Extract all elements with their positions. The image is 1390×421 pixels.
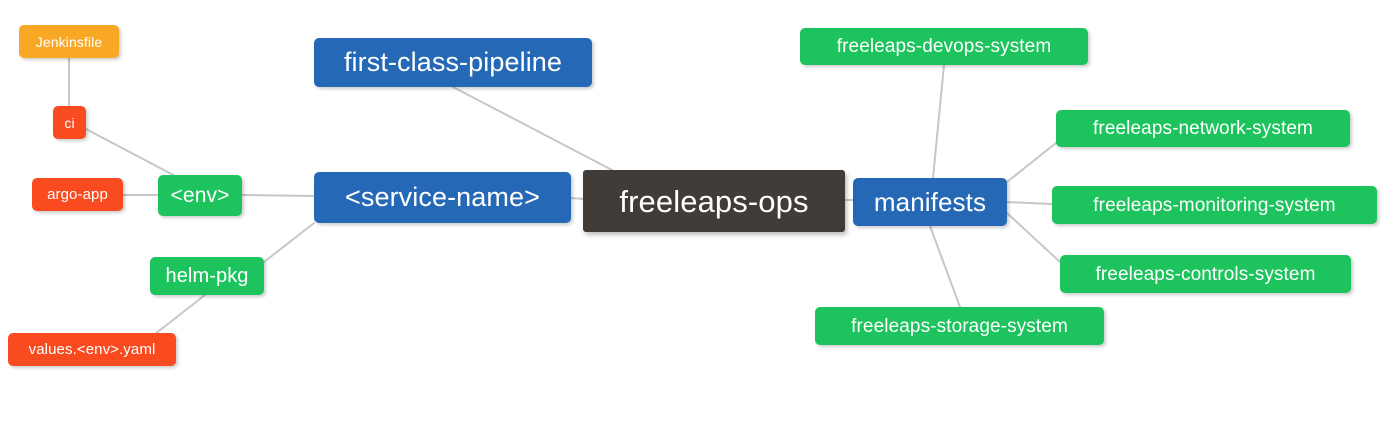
node-label: values.<env>.yaml bbox=[28, 341, 156, 358]
node-label: freeleaps-monitoring-system bbox=[1093, 194, 1336, 216]
edge-manifests-to-freeleaps-network-system bbox=[1006, 142, 1057, 183]
node-freeleaps-controls-system[interactable]: freeleaps-controls-system bbox=[1060, 255, 1351, 293]
node-first-class-pipeline[interactable]: first-class-pipeline bbox=[314, 38, 592, 87]
node-label: freeleaps-ops bbox=[619, 183, 809, 219]
node-values-env-yaml[interactable]: values.<env>.yaml bbox=[8, 333, 176, 366]
edge-helm-pkg-to-values-env-yaml bbox=[149, 294, 206, 339]
node-ci[interactable]: ci bbox=[53, 106, 86, 139]
node-label: Jenkinsfile bbox=[35, 33, 103, 50]
edge-manifests-to-freeleaps-devops-system bbox=[932, 64, 945, 179]
node-helm-pkg[interactable]: helm-pkg bbox=[150, 257, 264, 295]
node-argo-app[interactable]: argo-app bbox=[32, 178, 123, 211]
node-freeleaps-ops[interactable]: freeleaps-ops bbox=[583, 170, 845, 232]
node-freeleaps-network-system[interactable]: freeleaps-network-system bbox=[1056, 110, 1350, 147]
node-freeleaps-storage-system[interactable]: freeleaps-storage-system bbox=[815, 307, 1104, 345]
edge-service-name-to-helm-pkg bbox=[263, 222, 315, 263]
node-label: freeleaps-storage-system bbox=[851, 315, 1068, 337]
node-label: manifests bbox=[873, 187, 987, 217]
node-label: freeleaps-controls-system bbox=[1095, 263, 1316, 285]
edge-manifests-to-freeleaps-storage-system bbox=[929, 225, 961, 308]
node-label: freeleaps-devops-system bbox=[836, 36, 1052, 57]
edge-manifests-to-freeleaps-monitoring-system bbox=[1006, 201, 1053, 205]
edge-service-name-to-freeleaps-ops bbox=[570, 197, 584, 200]
node-jenkinsfile[interactable]: Jenkinsfile bbox=[19, 25, 119, 58]
node-label: helm-pkg bbox=[165, 265, 249, 287]
node-freeleaps-monitoring-system[interactable]: freeleaps-monitoring-system bbox=[1052, 186, 1377, 224]
node-label: <service-name> bbox=[345, 182, 540, 212]
node-env[interactable]: <env> bbox=[158, 175, 242, 216]
node-service-name[interactable]: <service-name> bbox=[314, 172, 571, 223]
node-manifests[interactable]: manifests bbox=[853, 178, 1007, 226]
node-label: first-class-pipeline bbox=[343, 47, 563, 77]
edge-env-to-service-name bbox=[241, 194, 315, 197]
node-label: freeleaps-network-system bbox=[1093, 118, 1313, 139]
node-freeleaps-devops-system[interactable]: freeleaps-devops-system bbox=[800, 28, 1088, 65]
edge-first-class-pipeline-to-freeleaps-ops bbox=[452, 86, 613, 171]
node-label: <env> bbox=[170, 184, 230, 207]
node-label: ci bbox=[64, 114, 75, 131]
node-label: argo-app bbox=[47, 186, 108, 203]
